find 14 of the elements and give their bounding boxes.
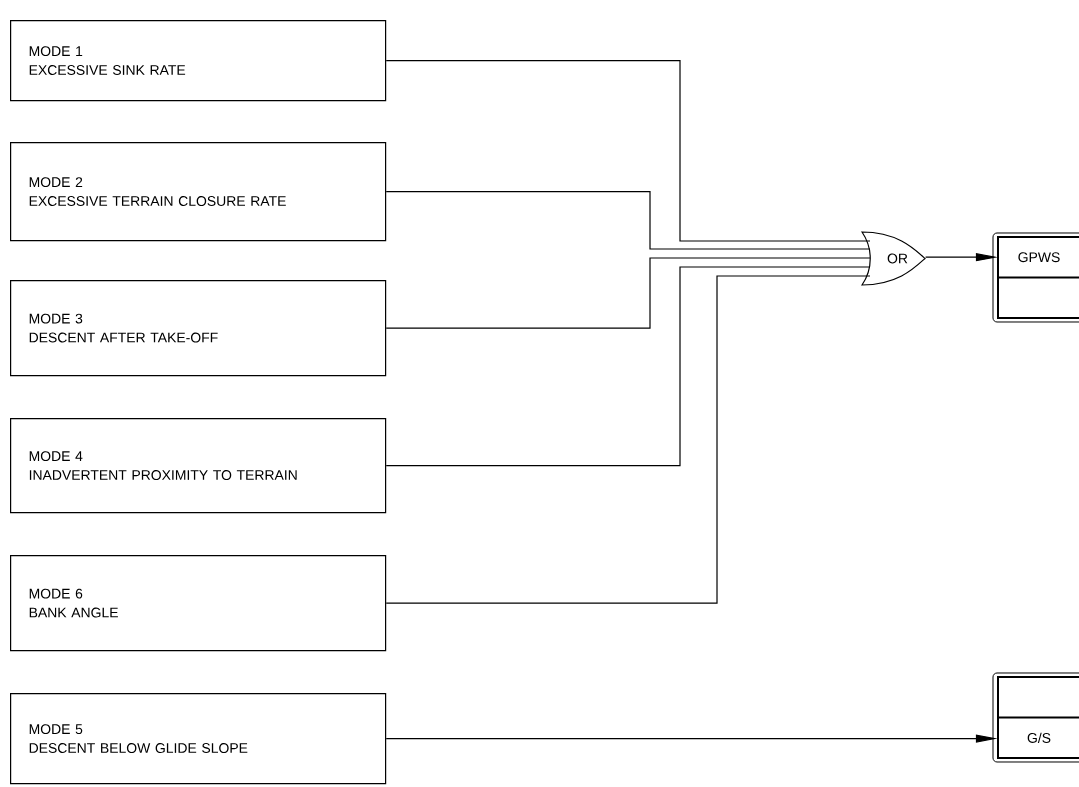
connector-line [385,275,871,604]
connector-line [385,191,871,250]
mode-box: MODE 5 DESCENT BELOW GLIDE SLOPE [10,693,387,785]
connector-line [385,60,871,242]
mode-box: MODE 4 INADVERTENT PROXIMITY TO TERRAIN [10,418,387,514]
mode-box: MODE 3 DESCENT AFTER TAKE-OFF [10,280,387,377]
connector-line [385,266,871,467]
mode-box: MODE 2 EXCESSIVE TERRAIN CLOSURE RATE [10,142,387,242]
connector-line [385,257,871,329]
or-gate: OR [861,231,926,286]
indicator-lamp: G/S [992,672,1079,763]
mode-box: MODE 1 EXCESSIVE SINK RATE [10,20,387,102]
indicator-lamp: GPWS [992,232,1079,323]
mode-box: MODE 6 BANK ANGLE [10,555,387,652]
